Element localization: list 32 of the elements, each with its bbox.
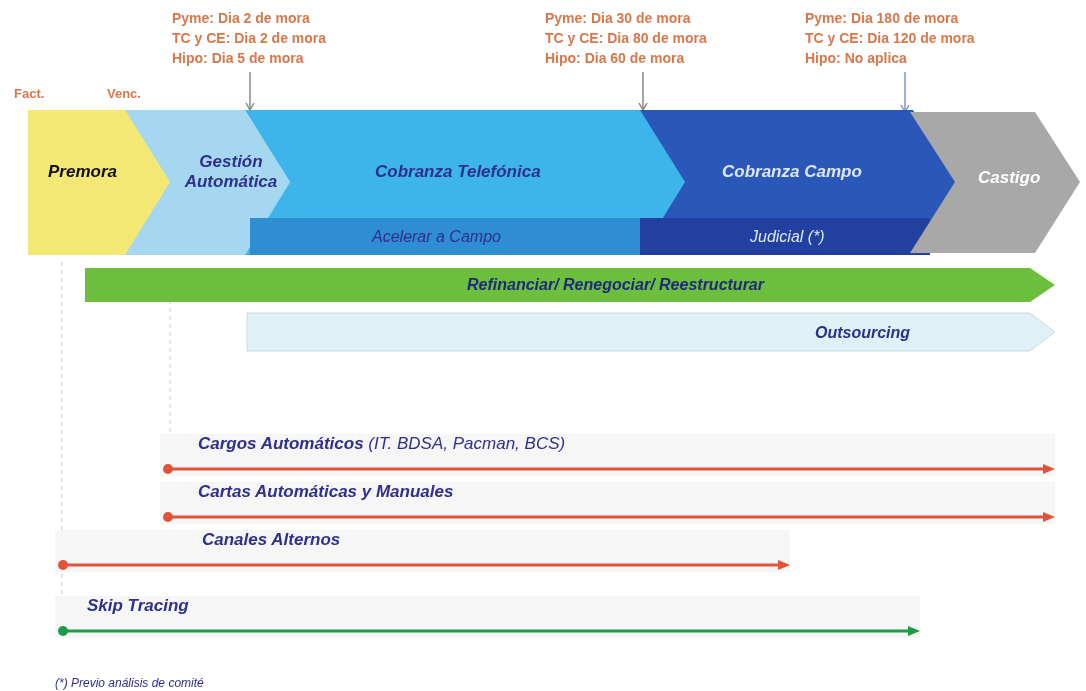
annotation-text: TC y CE: Dia 2 de mora — [172, 29, 328, 48]
stage-label: Refinanciar/ Renegociar/ Reestructurar — [467, 276, 764, 294]
annotation-text: TC y CE: Dia 120 de mora — [805, 29, 976, 48]
stage-label: Judicial (*) — [750, 228, 825, 246]
stage-label: Castigo — [978, 168, 1041, 188]
timeline-band — [55, 530, 790, 572]
stage-label: Cobranza Campo — [722, 162, 862, 182]
timeline-label: Cartas Automáticas y Manuales — [198, 482, 454, 502]
annotation-text: TC y CE: Dia 80 de mora — [545, 29, 708, 48]
arrow — [900, 71, 910, 113]
annotation-text: Pyme: Dia 30 de mora — [545, 9, 692, 28]
timeline-label: Canales Alternos — [202, 530, 341, 550]
annotation-text: Hipo: Dia 5 de mora — [172, 49, 305, 68]
timeline-label: Cargos Automáticos (IT. BDSA, Pacman, BCS) — [198, 434, 566, 454]
stage-label: Outsourcing — [815, 324, 911, 342]
annotation-text: Hipo: Dia 60 de mora — [545, 49, 686, 68]
timeline-band — [55, 596, 920, 638]
milestone-label: Fact. — [14, 86, 45, 101]
stage-label: Cobranza Telefónica — [375, 162, 541, 182]
stage-label: Premora — [48, 162, 117, 182]
annotation-text: Hipo: No aplica — [805, 49, 908, 68]
stage-label: Gestión Automática — [183, 152, 279, 192]
timeline-band — [160, 482, 1055, 524]
milestone-label: Venc. — [107, 86, 141, 101]
annotation-text: Pyme: Dia 2 de mora — [172, 9, 311, 28]
footnote: (*) Previo análisis de comité — [55, 676, 204, 690]
timeline-label: Skip Tracing — [87, 596, 189, 616]
arrow — [245, 71, 255, 111]
timeline-band — [160, 434, 1055, 476]
annotation-text: Pyme: Dia 180 de mora — [805, 9, 960, 28]
stage-label: Acelerar a Campo — [372, 228, 501, 246]
arrow — [638, 71, 648, 111]
